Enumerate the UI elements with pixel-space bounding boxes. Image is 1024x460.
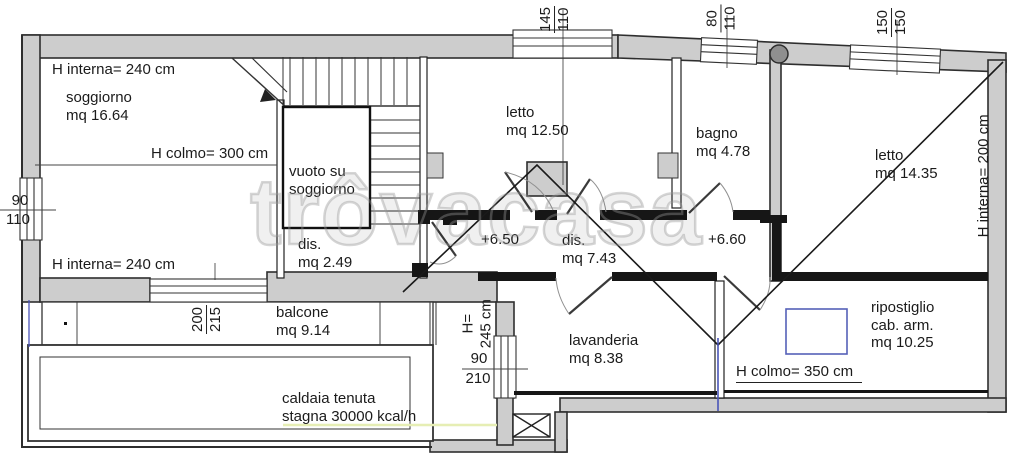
balcony-dot — [64, 322, 67, 325]
label-ripostiglio: ripostiglio cab. arm. mq 10.25 — [871, 299, 935, 352]
door-leaf — [568, 276, 613, 315]
label-letto-2: letto mq 14.35 — [875, 147, 938, 182]
outer-contour — [21, 35, 432, 448]
windows — [19, 10, 942, 399]
label-bagno: bagno mq 4.78 — [696, 125, 751, 160]
vent-shaft — [512, 413, 551, 438]
label-vuoto-su-soggiorno: vuoto su soggiorno — [289, 163, 355, 198]
label-balcone: balcone mq 9.14 — [276, 304, 331, 339]
window-dim-80-110: 80 110 — [703, 4, 739, 33]
label-h-colmo-350: H colmo= 350 cm — [736, 363, 862, 383]
door-leaf — [566, 178, 591, 215]
label-dis-2: dis. mq 7.43 — [562, 232, 617, 267]
label-dis-1: dis. mq 2.49 — [298, 236, 353, 271]
label-h-interna-240-top: H interna= 240 cm — [52, 61, 175, 78]
label-quota-650: +6.50 — [481, 231, 519, 248]
extras — [28, 44, 848, 438]
label-h-interna-200: H interna= 200 cm — [975, 114, 993, 238]
door-arc — [719, 182, 734, 213]
window-dim-110: 110 — [6, 211, 30, 228]
staircase — [231, 57, 420, 230]
ridge-lines — [402, 61, 1004, 347]
window-dim-width: 200 — [189, 306, 207, 333]
window-dim-200-215: 200 215 — [189, 304, 225, 335]
label-h-colmo-300: H colmo= 300 cm — [151, 145, 269, 162]
door-arc — [504, 171, 554, 211]
door-leaf — [688, 182, 721, 214]
door-leaf — [504, 171, 533, 213]
window-dim-width: 80 — [703, 10, 721, 27]
door-arc — [589, 178, 607, 213]
door-arc — [429, 255, 457, 265]
door-leaf — [723, 275, 761, 311]
door-arc — [759, 276, 771, 311]
window-dim-90: 90 — [11, 192, 29, 209]
doors — [429, 171, 771, 315]
partition-walls — [412, 152, 988, 395]
label-lavanderia: lavanderia mq 8.38 — [569, 332, 639, 367]
window-dim-height: 110 — [720, 4, 739, 33]
flue-circle — [769, 44, 789, 64]
label-quota-660: +6.60 — [708, 231, 746, 248]
skylight-rect — [785, 308, 848, 355]
label-h-interna-240-low: H interna= 240 cm — [52, 256, 175, 273]
window-dim-width: 145 — [537, 6, 555, 33]
window-dim-height: 215 — [206, 304, 225, 335]
outer-wall — [21, 34, 1007, 453]
door-arc — [555, 277, 570, 315]
window-dim-210: 210 — [465, 370, 491, 387]
label-soggiorno: soggiorno mq 16.64 — [66, 89, 132, 124]
window-dim-height: 110 — [554, 5, 573, 34]
void-over-living — [281, 105, 372, 230]
stair-direction-arrow — [260, 89, 276, 102]
annotation-lines — [0, 164, 528, 370]
label-caldaia: caldaia tenuta stagna 30000 kcal/h — [282, 390, 417, 425]
label-letto-1: letto mq 12.50 — [506, 104, 569, 139]
window-dim-width: 150 — [874, 9, 892, 36]
window-dim-150-150: 150 150 — [874, 7, 910, 38]
window-dim-90b: 90 — [470, 350, 488, 367]
door-leaf — [431, 221, 457, 257]
window-dim-height: 150 — [891, 7, 910, 38]
window-dim-145-110: 145 110 — [537, 5, 573, 34]
label-h-245: H= 245 cm — [459, 299, 494, 349]
